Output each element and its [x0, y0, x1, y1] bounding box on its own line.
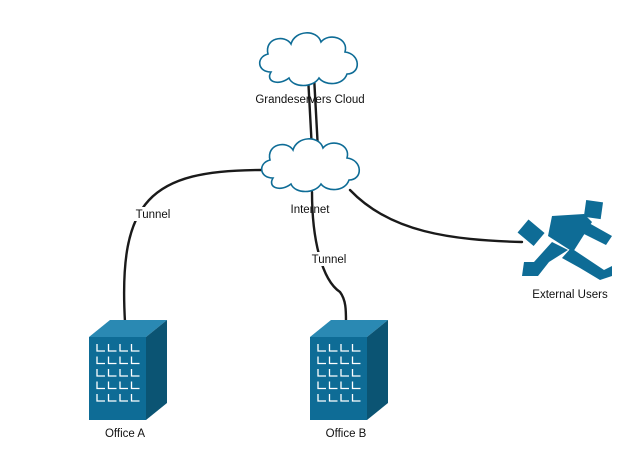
cloud-icon	[258, 32, 359, 87]
connector-cloud-internet	[306, 74, 320, 152]
building-window	[340, 356, 349, 365]
building-window	[119, 381, 128, 390]
running-person-icon	[517, 199, 612, 280]
building-window	[130, 356, 140, 365]
building-window	[351, 369, 361, 377]
building-window	[96, 344, 105, 352]
building-window	[328, 381, 338, 390]
grandeservers-cloud-node: Grandeservers Cloud	[255, 32, 365, 106]
office-b-node: Office B	[310, 320, 388, 440]
building-side	[146, 320, 167, 420]
building-window	[317, 369, 326, 377]
building-window	[328, 369, 338, 377]
building-window	[119, 344, 128, 352]
building-window	[96, 356, 105, 365]
building-window	[351, 381, 361, 390]
building-window	[107, 369, 117, 377]
building-roof	[89, 320, 167, 337]
building-window	[317, 381, 326, 390]
tunnel-label-office-a: Tunnel	[133, 207, 173, 221]
building-window	[119, 369, 128, 377]
connector-internet-office-a	[122, 168, 264, 324]
building-window	[130, 381, 140, 390]
building-window	[328, 344, 338, 352]
building-window	[107, 356, 117, 365]
building-window	[107, 381, 117, 390]
tunnel-label-text: Tunnel	[136, 209, 171, 221]
internet-node: Internet	[260, 138, 361, 216]
building-window	[107, 394, 117, 402]
building-window	[130, 394, 140, 402]
building-window	[340, 381, 349, 390]
office-b-label: Office B	[326, 428, 367, 440]
internet-label: Internet	[291, 204, 331, 216]
building-window	[317, 394, 326, 402]
building-window	[340, 394, 349, 402]
connector-internet-office-b	[310, 190, 348, 324]
building-window	[317, 356, 326, 365]
building-window	[328, 394, 338, 402]
office-a-node: Office A	[89, 320, 167, 440]
building-window	[317, 344, 326, 352]
building-window	[96, 381, 105, 390]
building-window	[340, 369, 349, 377]
building-window	[119, 394, 128, 402]
building-window	[107, 344, 117, 352]
tunnel-label-text: Tunnel	[312, 254, 347, 266]
external-users-node: External Users	[517, 199, 612, 301]
office-a-label: Office A	[105, 428, 145, 440]
building-window	[351, 356, 361, 365]
cloud-icon	[260, 138, 361, 193]
building-window	[119, 356, 128, 365]
building-roof	[310, 320, 388, 337]
building-window	[340, 344, 349, 352]
office-building-icon	[89, 320, 167, 420]
external-users-label: External Users	[532, 289, 608, 301]
tunnel-label-office-b: Tunnel	[308, 252, 350, 266]
building-window	[96, 369, 105, 377]
office-building-icon	[310, 320, 388, 420]
building-window	[96, 394, 105, 402]
building-window	[130, 344, 140, 352]
building-window	[351, 394, 361, 402]
building-window	[351, 344, 361, 352]
building-window	[130, 369, 140, 377]
building-side	[367, 320, 388, 420]
building-window	[328, 356, 338, 365]
grandeservers-cloud-label: Grandeservers Cloud	[255, 94, 364, 106]
connector-internet-external-users	[348, 188, 524, 244]
